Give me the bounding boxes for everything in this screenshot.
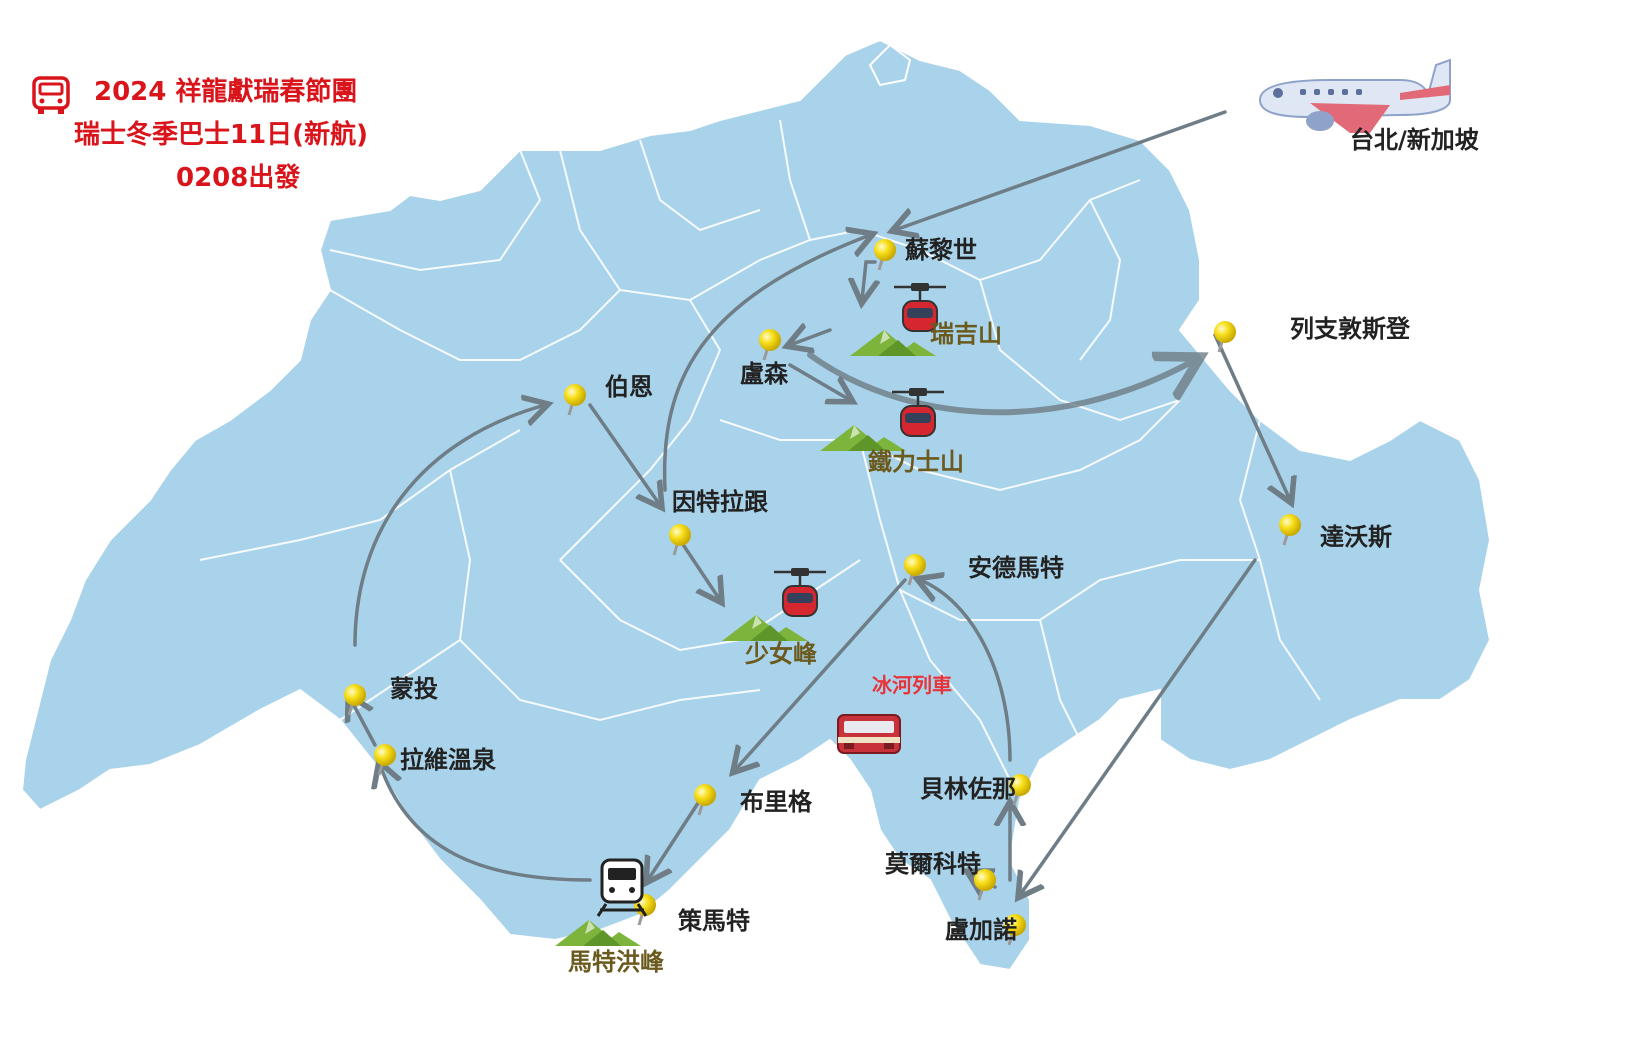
map-pin-icon-liechtenstein <box>1212 319 1238 354</box>
city-label-bellinzona: 貝林佐那 <box>920 775 1016 803</box>
city-label-andermatt: 安德馬特 <box>968 554 1064 582</box>
route-arrow-andermatt-brig <box>735 578 907 770</box>
rail-icon <box>596 858 648 917</box>
city-label-zurich: 蘇黎世 <box>905 236 977 264</box>
mountain-label-jungfrau: 少女峰 <box>744 640 817 668</box>
origin-label: 台北/新加坡 <box>1350 126 1479 154</box>
airplane-icon <box>1258 58 1451 133</box>
route-arrow-bern-interlaken <box>588 403 660 505</box>
city-label-zermatt: 策馬特 <box>678 907 750 935</box>
train-icon <box>837 714 901 754</box>
switzerland-landmass <box>20 38 1492 972</box>
city-label-brig: 布里格 <box>740 788 813 816</box>
route-arrow-davos-lugano <box>1020 558 1257 895</box>
route-arrow-lucerne-liechtenstein <box>807 355 1195 416</box>
route-arrow-montreux-bern <box>353 405 545 647</box>
city-label-liechtenstein: 列支敦斯登 <box>1290 315 1411 343</box>
city-label-morcote: 莫爾科特 <box>885 850 981 878</box>
city-label-lucerne: 盧森 <box>740 360 789 388</box>
route-arrow-liechtenstein-davos <box>1213 333 1290 500</box>
bus-icon <box>32 76 70 114</box>
route-arrow-brig-zermatt <box>648 798 702 880</box>
route-arrow-lucerne-titlis <box>788 363 850 400</box>
city-label-davos: 達沃斯 <box>1320 523 1392 551</box>
mountain-label-matterhorn: 馬特洪峰 <box>568 948 664 976</box>
city-label-lugano: 盧加諾 <box>945 916 1017 944</box>
title-line-1: 2024 祥龍獻瑞春節團 <box>94 76 357 107</box>
city-label-interlaken: 因特拉跟 <box>672 488 768 516</box>
mountain-label-titlis: 鐵力士山 <box>868 448 964 476</box>
route-arrow-interlaken-zurich <box>662 235 870 492</box>
glacier-express-label: 冰河列車 <box>872 673 952 697</box>
city-label-leukerbad: 拉維溫泉 <box>400 746 497 774</box>
title-line-3: 0208出發 <box>176 163 301 193</box>
route-arrow-interlaken-jungfrau <box>678 538 720 600</box>
route-arrows <box>350 110 1290 895</box>
mountain-label-rigi: 瑞吉山 <box>930 320 1002 348</box>
route-arrow-bellinzona-andermatt <box>920 580 1012 762</box>
city-label-bern: 伯恩 <box>605 373 653 401</box>
route-arrow-zermatt-leukerbad <box>380 765 592 882</box>
route-arrow-rigi-lucerne <box>790 330 832 345</box>
route-arrow-origin-zurich <box>895 110 1227 230</box>
canton-borders <box>199 119 1321 781</box>
city-label-montreux: 蒙投 <box>390 675 438 703</box>
route-arrow-zurich-rigi <box>862 260 875 300</box>
title-line-2: 瑞士冬季巴士11日(新航) <box>74 119 368 150</box>
